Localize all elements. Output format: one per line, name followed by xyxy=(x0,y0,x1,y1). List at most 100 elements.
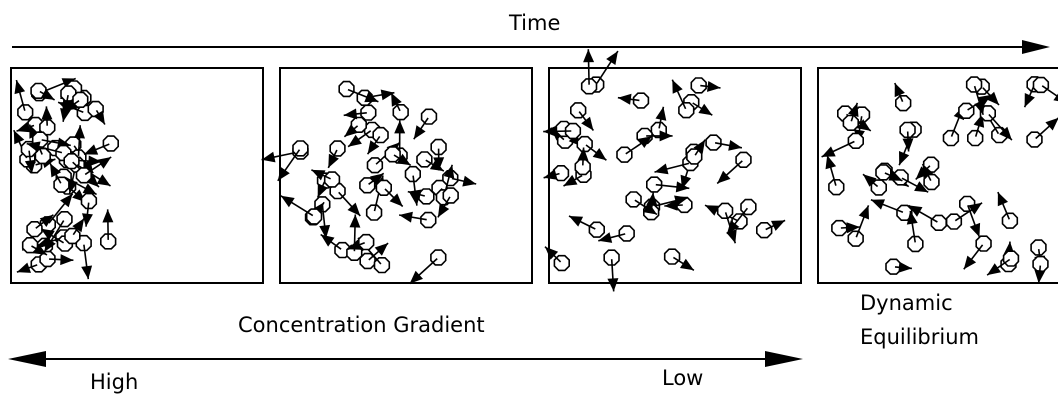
particle xyxy=(617,92,650,109)
particle xyxy=(574,147,591,176)
panel-3-particles xyxy=(543,49,786,292)
particle xyxy=(1032,76,1058,102)
panel-2-particles xyxy=(261,80,477,285)
particle xyxy=(375,179,404,208)
particle xyxy=(390,92,409,121)
particle xyxy=(329,182,361,217)
particle xyxy=(63,91,89,113)
particle xyxy=(398,211,437,229)
panel-4-frame xyxy=(817,67,1058,284)
time-label: Time xyxy=(509,11,561,35)
particle xyxy=(338,80,379,103)
particle xyxy=(384,146,412,166)
particle xyxy=(906,210,924,253)
particle xyxy=(366,126,389,155)
particle xyxy=(544,246,570,272)
particle xyxy=(100,209,117,250)
particle xyxy=(963,235,992,270)
particle xyxy=(39,250,74,268)
particle xyxy=(26,214,54,238)
particle xyxy=(43,211,73,253)
particle xyxy=(21,237,48,256)
particles-layer xyxy=(13,49,1058,292)
particle xyxy=(327,140,346,169)
particle xyxy=(570,102,595,131)
particle xyxy=(690,77,721,94)
low-label: Low xyxy=(662,366,704,390)
particle xyxy=(277,140,309,182)
equilibrium-label-line1: Dynamic xyxy=(860,291,953,315)
particle xyxy=(979,105,1013,141)
particle xyxy=(899,121,916,152)
particle xyxy=(821,132,864,158)
particle xyxy=(407,188,435,205)
particle xyxy=(875,164,903,182)
particle xyxy=(705,134,743,151)
high-label: High xyxy=(90,370,139,394)
particle xyxy=(894,82,912,112)
particle xyxy=(965,76,985,116)
particle xyxy=(892,169,929,193)
particle xyxy=(862,173,887,196)
particle xyxy=(959,195,981,238)
particle xyxy=(320,233,351,259)
particle xyxy=(568,215,605,238)
particle xyxy=(842,102,859,131)
particle xyxy=(945,202,983,230)
particle xyxy=(64,217,85,245)
particle xyxy=(997,191,1019,229)
particle xyxy=(39,106,56,136)
particle xyxy=(646,176,690,193)
particle xyxy=(87,100,106,125)
particle xyxy=(921,163,940,191)
particle xyxy=(716,202,737,244)
particle xyxy=(409,249,447,285)
particle xyxy=(83,135,119,156)
particle xyxy=(663,248,695,271)
particle xyxy=(664,196,693,214)
particle xyxy=(347,233,375,251)
particle xyxy=(825,154,845,196)
particle xyxy=(958,94,992,119)
particle xyxy=(14,79,34,121)
particle xyxy=(908,204,947,231)
particle xyxy=(625,191,658,216)
particle xyxy=(580,49,598,95)
panel-1-particles xyxy=(13,77,119,280)
particle xyxy=(359,172,385,194)
particle xyxy=(416,151,445,172)
particle xyxy=(543,122,582,140)
particle xyxy=(311,169,341,188)
equilibrium-label-line2: Equilibrium xyxy=(860,325,979,349)
particle xyxy=(616,135,653,163)
particle xyxy=(75,234,93,280)
particle xyxy=(1032,255,1049,284)
particle xyxy=(885,258,912,275)
particle xyxy=(683,94,713,116)
particle xyxy=(75,156,112,184)
particle xyxy=(603,249,620,292)
particle xyxy=(280,195,323,225)
particle xyxy=(870,199,913,221)
particle xyxy=(543,165,570,182)
particle xyxy=(598,225,635,243)
particle xyxy=(356,89,395,106)
particle xyxy=(343,104,377,121)
time-arrow xyxy=(12,40,1050,54)
particle xyxy=(686,139,706,165)
concentration-gradient-label: Concentration Gradient xyxy=(238,313,485,337)
particle xyxy=(49,163,70,193)
particle xyxy=(756,219,786,239)
particle xyxy=(413,108,438,140)
particle xyxy=(716,151,752,185)
gradient-arrow xyxy=(8,351,803,367)
particle xyxy=(1026,117,1058,148)
particle xyxy=(437,187,459,218)
panel-4-particles xyxy=(821,76,1058,284)
particle xyxy=(831,219,860,237)
particle xyxy=(430,138,447,171)
particle xyxy=(30,82,55,101)
particle xyxy=(847,205,870,247)
particle xyxy=(986,250,1020,276)
